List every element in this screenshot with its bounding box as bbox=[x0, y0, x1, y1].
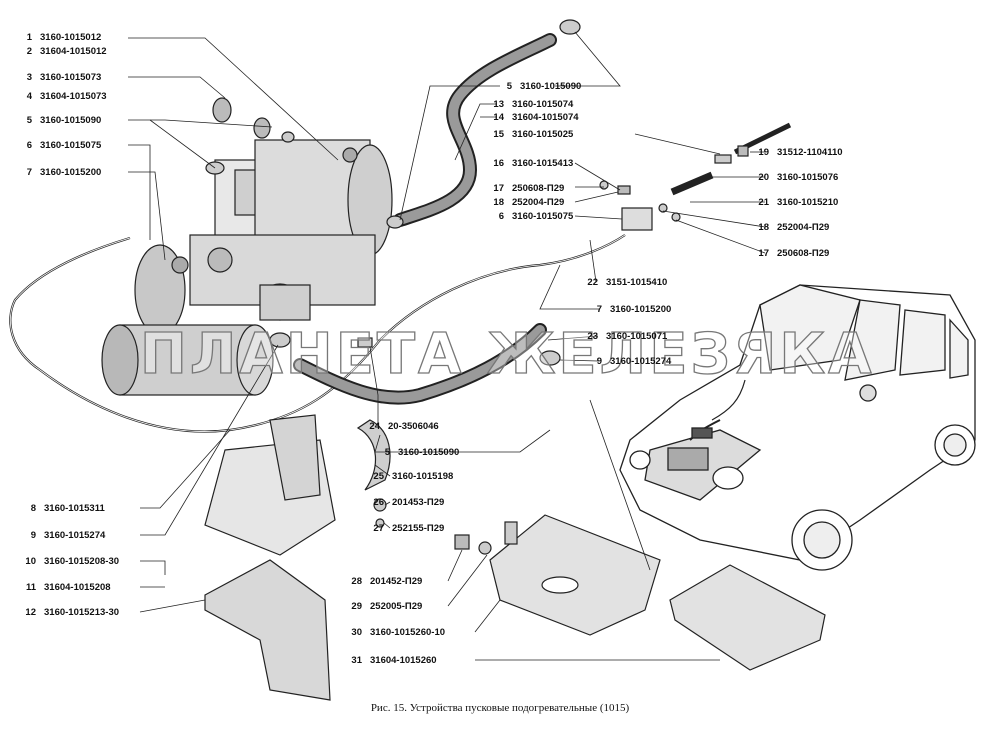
vehicle bbox=[619, 284, 976, 571]
watermark: ПЛАНЕТА ЖЕЛЕЗЯКА bbox=[139, 321, 875, 387]
shield-12 bbox=[204, 559, 331, 701]
right-fittings bbox=[599, 122, 792, 231]
muffler bbox=[101, 324, 274, 396]
guard-31 bbox=[669, 564, 826, 671]
figure-caption: Рис. 15. Устройства пусковые подогревате… bbox=[370, 702, 630, 714]
heater-assembly bbox=[134, 139, 393, 336]
leader-lines bbox=[128, 31, 766, 661]
